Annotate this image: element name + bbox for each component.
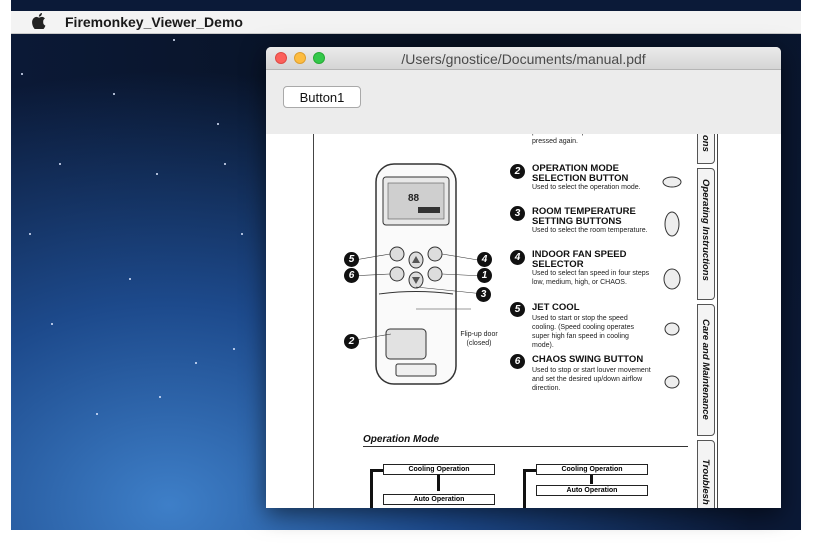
item2-description: Used to select the operation mode.: [532, 184, 641, 191]
tab-troubleshooting[interactable]: Troublesh: [697, 440, 715, 508]
pdf-viewer[interactable]: pressed and stops when the button is pre…: [266, 134, 781, 508]
item6-description: Used to stop or start louver movement an…: [532, 367, 651, 392]
item1-description: pressed and stops when the button is pre…: [532, 134, 648, 145]
section-title: Operation Mode: [363, 434, 440, 445]
tab-rail-line: [717, 134, 718, 508]
item4-title: INDOOR FAN SPEED SELECTOR: [532, 249, 627, 270]
page-margin-line: [313, 134, 314, 508]
flow-loop-line: [523, 469, 536, 472]
flow-box: Auto Operation: [383, 494, 495, 505]
item5-title: JET COOL: [532, 302, 580, 313]
svg-text:88: 88: [408, 193, 420, 204]
item-number: 6: [510, 354, 525, 369]
flow-loop-line: [370, 469, 383, 472]
callout-number: 2: [344, 334, 359, 349]
item-number: 4: [510, 250, 525, 265]
app-window: /Users/gnostice/Documents/manual.pdf But…: [266, 47, 781, 508]
flow-arrow: [590, 475, 593, 484]
toolbar: Button1: [266, 70, 781, 134]
item4-description: Used to select fan speed in four steps l…: [532, 270, 650, 286]
callout-number: 6: [344, 268, 359, 283]
item5-description: Used to start or stop the speed cooling.…: [532, 315, 634, 349]
item6-title: CHAOS SWING BUTTON: [532, 354, 644, 365]
callout-number: 1: [477, 268, 492, 283]
window-title: /Users/gnostice/Documents/manual.pdf: [401, 51, 646, 67]
apple-menu-icon[interactable]: [32, 13, 46, 33]
button-icons-column: [662, 176, 682, 389]
flip-up-door-label: Flip-up door (closed): [460, 331, 498, 347]
close-button[interactable]: [275, 52, 287, 64]
flow-loop-line: [523, 469, 526, 508]
tab-care-and-maintenance[interactable]: Care and Maintenance: [697, 304, 715, 436]
item3-description: Used to select the room temperature.: [532, 227, 648, 234]
item3-title: ROOM TEMPERATURE SETTING BUTTONS: [532, 206, 636, 227]
item2-title: OPERATION MODE SELECTION BUTTON: [532, 163, 629, 184]
tab-operating-instructions[interactable]: Operating Instructions: [697, 168, 715, 300]
callout-number: 4: [477, 252, 492, 267]
remote-control-illustration: 88: [348, 163, 485, 385]
callout-number: 3: [476, 287, 491, 302]
tab-instructions[interactable]: ons: [697, 134, 715, 164]
flow-arrow: [437, 475, 440, 491]
window-titlebar[interactable]: /Users/gnostice/Documents/manual.pdf: [266, 47, 781, 70]
button1[interactable]: Button1: [283, 86, 361, 108]
app-menu-name[interactable]: Firemonkey_Viewer_Demo: [65, 14, 243, 30]
callout-number: 5: [344, 252, 359, 267]
minimize-button[interactable]: [294, 52, 306, 64]
flow-box: Cooling Operation: [536, 464, 648, 475]
menu-bar: Firemonkey_Viewer_Demo: [11, 11, 801, 34]
item-number: 3: [510, 206, 525, 221]
section-rule: [363, 446, 688, 447]
item-number: 2: [510, 164, 525, 179]
flow-box: Cooling Operation: [383, 464, 495, 475]
flow-loop-line: [370, 469, 373, 508]
flow-box: Auto Operation: [536, 485, 648, 496]
zoom-button[interactable]: [313, 52, 325, 64]
item-number: 5: [510, 302, 525, 317]
